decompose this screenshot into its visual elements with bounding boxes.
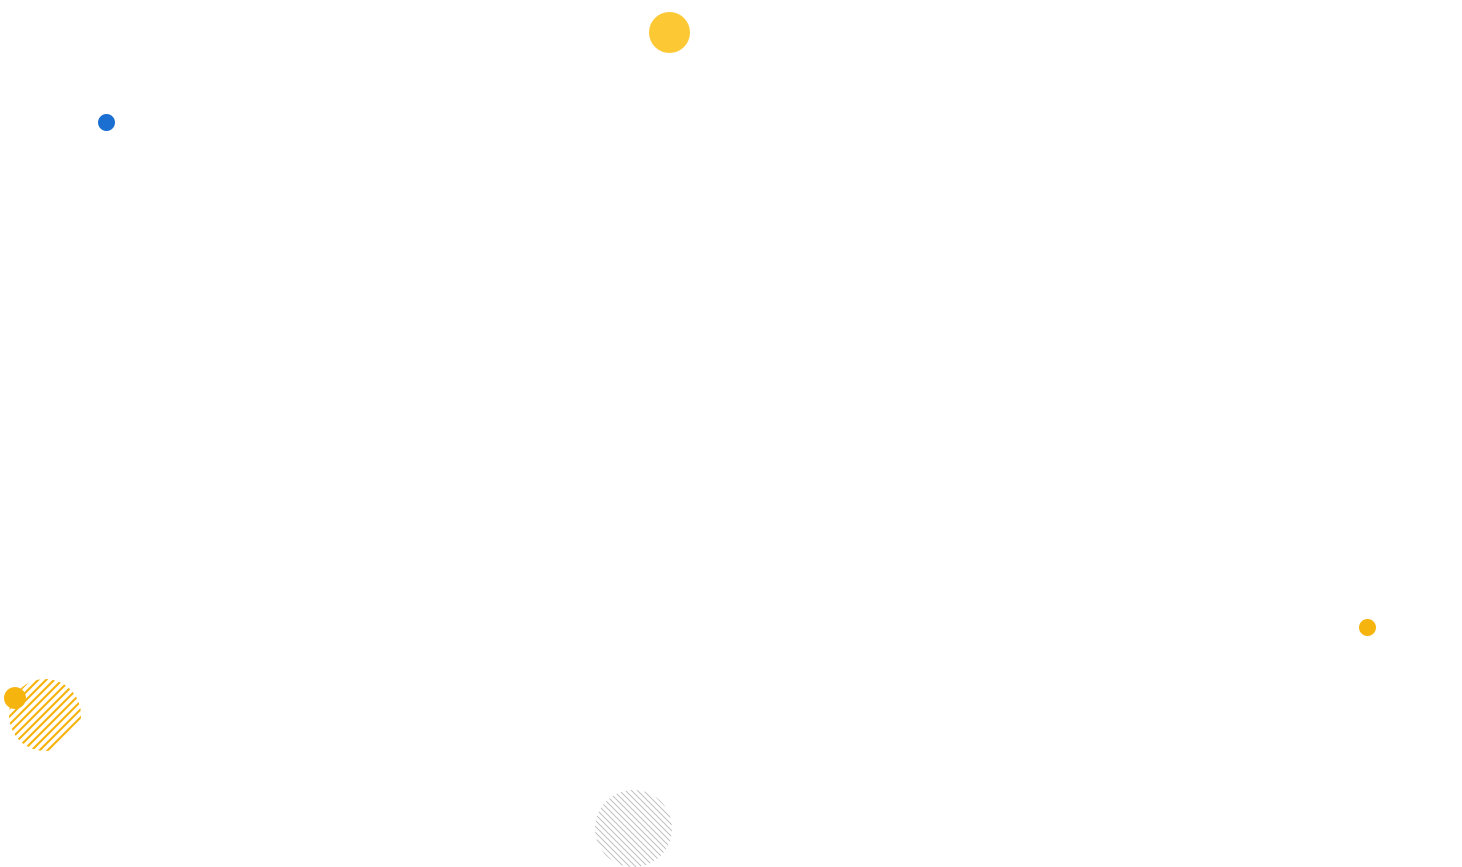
decorative-dot-orange-small (1359, 619, 1376, 636)
decorative-dot-yellow-large (649, 12, 690, 53)
decorative-dot-blue-small (98, 114, 115, 131)
decorative-striped-circle-gray (595, 790, 672, 867)
decorative-dot-orange-left (4, 687, 26, 709)
decorative-striped-circle-yellow (9, 679, 81, 751)
